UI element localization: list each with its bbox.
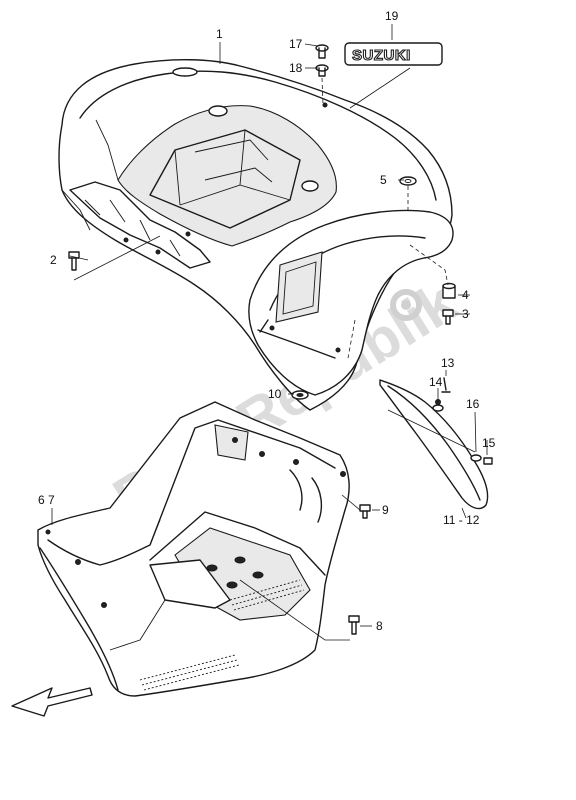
fender-boss-right (301, 180, 319, 192)
callout-2: 2 (50, 253, 57, 267)
callout-17: 17 (289, 37, 303, 51)
fender-boss-top (172, 67, 198, 77)
footrest-hole-d (340, 471, 346, 477)
fender-left-ribs (84, 199, 181, 257)
callout-9: 9 (382, 503, 389, 517)
tread-grille-bottom (139, 654, 240, 691)
callout-15: 15 (482, 436, 496, 450)
fender-left-bracket (69, 181, 211, 269)
emblem-plate (344, 42, 443, 66)
fender-bolt-hole-d (269, 325, 275, 331)
footrest-front-lip (39, 547, 119, 691)
leader-lines (51, 24, 488, 641)
callout-14: 14 (429, 375, 443, 389)
footrest-fold-line (109, 519, 166, 651)
screw-15 (483, 457, 493, 465)
suzuki-emblem: SUZUKI (344, 42, 443, 66)
footrest-well-edge (149, 511, 326, 576)
callout-6-7: 6 7 (38, 493, 55, 507)
footrest-hole-b (259, 451, 265, 457)
footrest-peg-1 (206, 564, 218, 572)
footrest-hole-e (75, 559, 81, 565)
grommet-5 (399, 176, 417, 186)
tub-divider (174, 129, 291, 206)
mud-flap-body (379, 379, 489, 510)
callout-3: 3 (462, 307, 469, 321)
screw-17 (315, 44, 329, 59)
screw-13 (441, 377, 451, 393)
callout-numbers: 1 19 17 18 5 2 4 3 13 14 10 16 15 6 7 9 … (38, 9, 496, 633)
callout-5: 5 (380, 173, 387, 187)
callout-8: 8 (376, 619, 383, 633)
gear-icon (390, 289, 422, 321)
callout-1: 1 (216, 27, 223, 41)
footrest-peg-2 (234, 556, 246, 564)
fender-side-skirt (257, 319, 336, 359)
fender-wheel-arch (248, 209, 454, 396)
washer-10 (291, 390, 309, 400)
fender-bolt-hole-a (123, 237, 129, 243)
callout-16: 16 (466, 397, 480, 411)
bolt-8 (348, 615, 360, 635)
footrest-mount-tab (214, 424, 249, 461)
mud-flap-edge (387, 385, 481, 501)
callout-18: 18 (289, 61, 303, 75)
callout-4: 4 (462, 288, 469, 302)
bolt-9 (359, 504, 371, 519)
fender-left-face (61, 119, 119, 231)
fender-top-rim (79, 70, 437, 201)
callout-11-12: 11 - 12 (443, 513, 480, 527)
fender-reflector-panel (275, 251, 323, 323)
footrest-hole-f (101, 602, 107, 608)
washer-16 (470, 454, 482, 462)
tub-rail (194, 139, 273, 183)
rear-fender (58, 59, 454, 411)
footrest-hole-a (232, 437, 238, 443)
footrest-peg-4 (252, 571, 264, 579)
fender-bolt-hole-e (335, 347, 341, 353)
mud-flap (379, 379, 489, 510)
footrest-peg-3 (226, 581, 238, 589)
screw-18 (315, 64, 329, 77)
footrest-side-flap (289, 469, 323, 523)
fender-screw-hole (322, 102, 328, 108)
footrest-hole-c (293, 459, 299, 465)
footrest-pad (149, 559, 231, 609)
collar-4 (442, 282, 456, 299)
fender-storage-tub (117, 105, 337, 247)
nut-14 (432, 404, 444, 412)
footrest-panel (37, 401, 350, 697)
callout-10: 10 (268, 387, 282, 401)
callout-19: 19 (385, 9, 399, 23)
footrest-hole-g (45, 529, 51, 535)
front-direction-arrow-icon (11, 687, 93, 717)
fender-bolt-hole-b (155, 249, 161, 255)
fender-bolt-hole-c (185, 231, 191, 237)
callout-13: 13 (441, 356, 455, 370)
reflector-inner (282, 261, 317, 315)
emblem-text: SUZUKI (352, 47, 411, 64)
bolt-3 (442, 309, 454, 325)
bolt-2 (68, 251, 80, 271)
fender-boss-left (208, 105, 228, 117)
